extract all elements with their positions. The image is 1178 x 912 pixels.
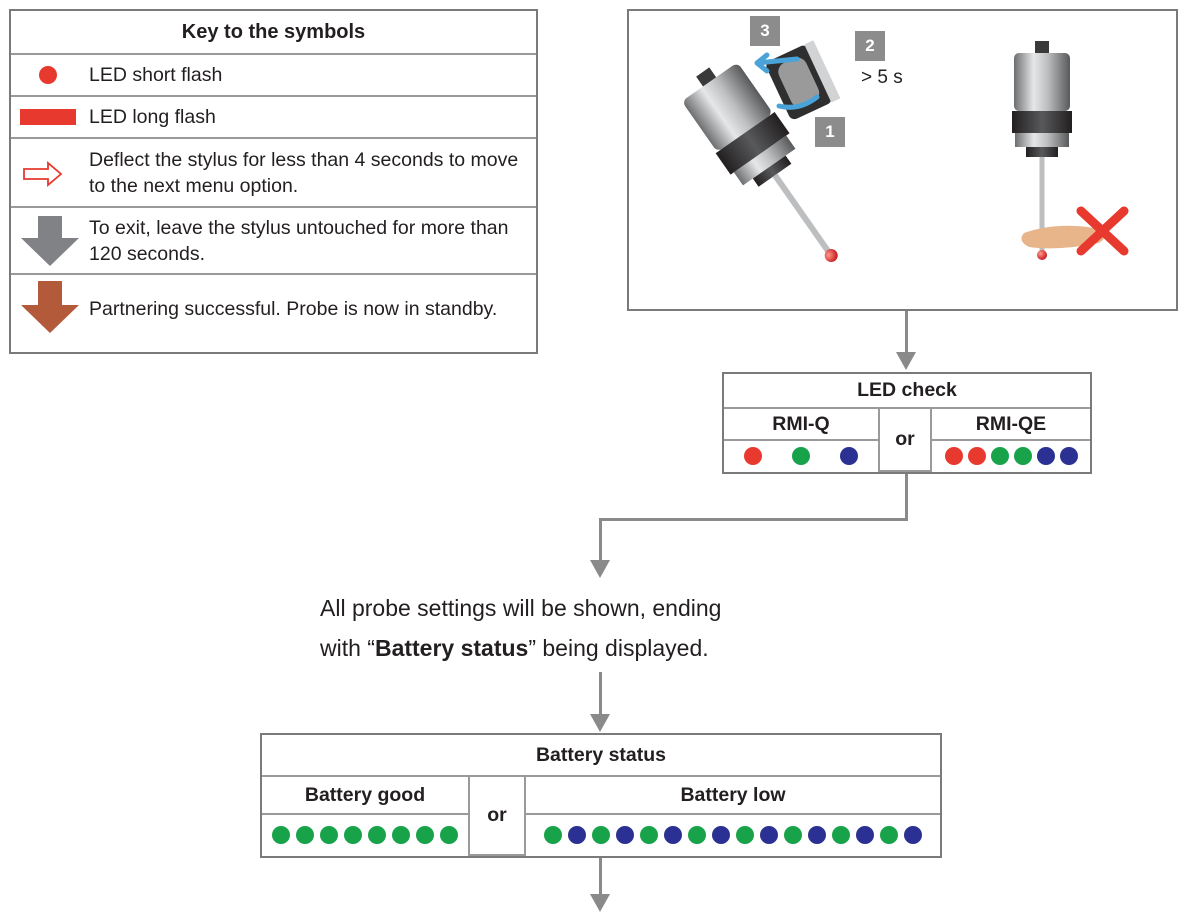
battery-good-led-dot-green [416, 826, 434, 844]
battery-good-led-dot-green [296, 826, 314, 844]
battery-low-led-dot-green [688, 826, 706, 844]
battery-status-title: Battery status [262, 735, 940, 777]
down-arrow-icon [896, 352, 916, 370]
step-2-badge: 2 [855, 31, 885, 61]
message-line-1: All probe settings will be shown, ending [320, 595, 722, 621]
key-row-label: Deflect the stylus for less than 4 secon… [89, 148, 519, 197]
down-arrow-icon [590, 894, 610, 912]
led-check-table: LED check RMI-Q or RMI-QE [722, 372, 1092, 474]
rmi-q-led-dot-red [744, 447, 762, 465]
battery-good-led-dot-green [440, 826, 458, 844]
settings-message: All probe settings will be shown, ending… [320, 588, 920, 668]
battery-low-led-dot-blue [616, 826, 634, 844]
probe-illustration [684, 40, 1129, 263]
battery-status-table: Battery status Battery good or Battery l… [260, 733, 942, 858]
brown-down-arrow-icon [11, 275, 89, 342]
rmi-qe-led-dot-blue [1036, 447, 1055, 465]
step-2-duration: > 5 s [861, 67, 903, 88]
down-arrow-icon [590, 714, 610, 732]
key-row-label: To exit, leave the stylus untouched for … [89, 216, 509, 265]
down-arrow-icon [590, 560, 610, 578]
battery-low-led-dot-blue [568, 826, 586, 844]
battery-low-led-dot-green [784, 826, 802, 844]
battery-low-led-dot-green [640, 826, 658, 844]
long-flash-bar-icon [11, 97, 89, 137]
battery-low-led-dot-blue [664, 826, 682, 844]
rmi-qe-led-sequence [930, 439, 1090, 471]
rmi-qe-label: RMI-QE [930, 407, 1090, 441]
battery-low-led-dot-blue [712, 826, 730, 844]
rmi-q-led-dot-blue [840, 447, 858, 465]
step-1-badge: 1 [815, 117, 845, 147]
grey-down-arrow-icon [11, 208, 89, 273]
battery-low-led-dot-blue [856, 826, 874, 844]
key-row-short-flash: LED short flash [11, 55, 536, 97]
step-3-badge: 3 [750, 16, 780, 46]
connector-line [599, 672, 602, 717]
connector-line [599, 858, 602, 898]
battery-good-led-dot-green [272, 826, 290, 844]
probe-illustration-panel: 3 2 > 5 s 1 [627, 9, 1178, 311]
key-row-exit: To exit, leave the stylus untouched for … [11, 208, 536, 275]
battery-low-led-dot-blue [760, 826, 778, 844]
connector-line [905, 474, 908, 521]
or-label: or [878, 407, 932, 472]
key-title: Key to the symbols [11, 11, 536, 55]
battery-good-led-dot-green [392, 826, 410, 844]
rmi-qe-led-dot-blue [1059, 447, 1078, 465]
battery-good-led-dot-green [368, 826, 386, 844]
battery-low-led-dot-green [544, 826, 562, 844]
battery-low-led-dot-green [832, 826, 850, 844]
battery-good-led-dot-green [320, 826, 338, 844]
key-row-label: Partnering successful. Probe is now in s… [89, 297, 498, 320]
symbol-key-panel: Key to the symbols LED short flash LED l… [9, 9, 538, 354]
rmi-q-label: RMI-Q [724, 407, 880, 441]
message-line-2: with “Battery status” being displayed. [320, 635, 709, 661]
rmi-qe-led-dot-red [967, 447, 986, 465]
battery-good-led-dot-green [344, 826, 362, 844]
or-label: or [468, 775, 526, 856]
rmi-qe-led-dot-green [990, 447, 1009, 465]
key-row-label: LED short flash [89, 64, 223, 86]
outline-right-arrow-icon [11, 139, 89, 206]
battery-low-led-dot-green [736, 826, 754, 844]
battery-good-led-sequence [262, 813, 470, 855]
connector-line [599, 518, 602, 562]
battery-low-led-sequence [524, 813, 940, 855]
key-row-long-flash: LED long flash [11, 97, 536, 139]
key-row-deflect: Deflect the stylus for less than 4 secon… [11, 139, 536, 208]
battery-low-led-dot-green [880, 826, 898, 844]
rmi-qe-led-dot-green [1013, 447, 1032, 465]
short-flash-dot-icon [11, 55, 89, 95]
rmi-q-led-sequence [724, 439, 880, 471]
battery-good-label: Battery good [262, 775, 470, 815]
connector-line [905, 311, 908, 356]
battery-low-led-dot-blue [904, 826, 922, 844]
rmi-qe-led-dot-red [944, 447, 963, 465]
connector-line [599, 518, 908, 521]
rmi-q-led-dot-green [792, 447, 810, 465]
battery-low-label: Battery low [524, 775, 940, 815]
key-row-standby: Partnering successful. Probe is now in s… [11, 275, 536, 342]
key-row-label: LED long flash [89, 106, 216, 128]
battery-low-led-dot-green [592, 826, 610, 844]
battery-low-led-dot-blue [808, 826, 826, 844]
led-check-title: LED check [724, 374, 1090, 409]
